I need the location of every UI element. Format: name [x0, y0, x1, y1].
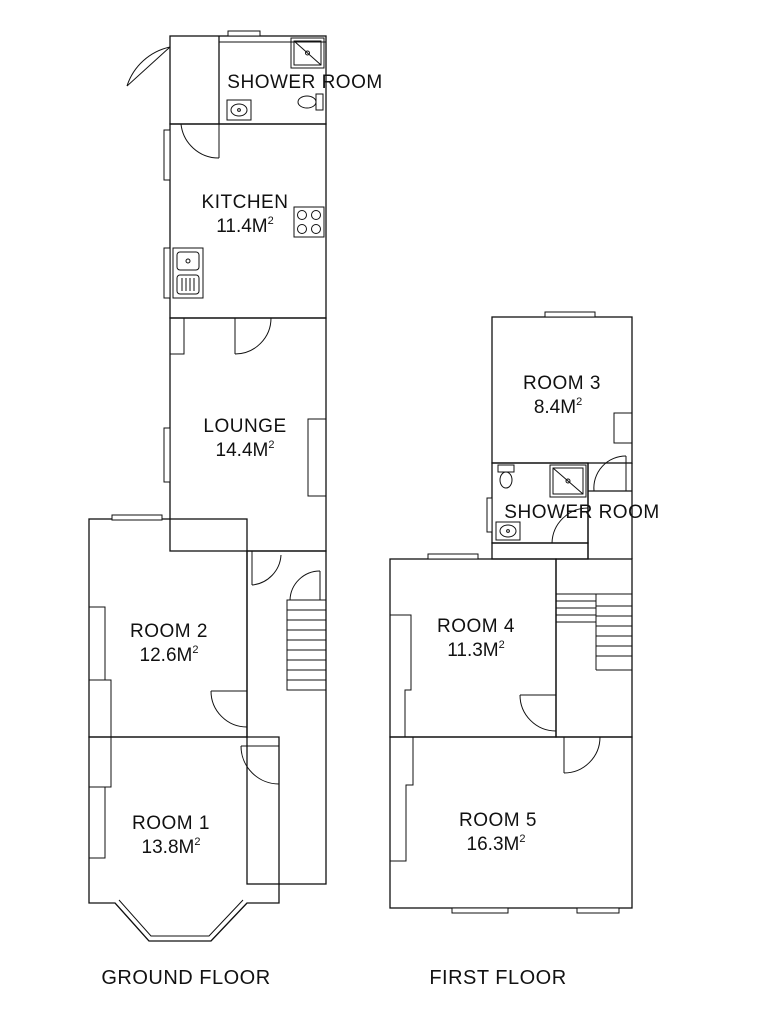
door-swing-icon [593, 455, 627, 492]
window-icon [227, 30, 261, 37]
room-4: ROOM 4 11.3M2 [389, 553, 557, 738]
room-3-label: ROOM 3 [523, 373, 601, 394]
room-4-label: ROOM 4 [437, 616, 515, 637]
hob-icon [293, 206, 325, 238]
room-3-area: 8.4M2 [534, 396, 582, 418]
room-3: ROOM 3 8.4M2 [491, 311, 633, 464]
first-shower-room-label: SHOWER ROOM [504, 502, 659, 523]
room-1: ROOM 1 13.8M2 [88, 736, 280, 942]
door-swing-icon [563, 736, 601, 774]
window-icon [163, 247, 171, 299]
first-floor-plan: ROOM 3 8.4M2 [389, 311, 659, 989]
first-floor-title: FIRST FLOOR [429, 967, 566, 989]
kitchen-area: 11.4M2 [216, 215, 274, 237]
bay-window-icon [114, 899, 248, 942]
ground-hallway [246, 550, 327, 885]
room-2: ROOM 2 12.6M2 [88, 514, 248, 738]
window-icon [427, 553, 479, 560]
door-swing-icon [519, 694, 557, 732]
chimney-breast [613, 412, 633, 444]
kitchen-label: KITCHEN [202, 192, 289, 213]
sink-icon [172, 247, 204, 299]
door-swing-icon [551, 507, 589, 544]
room-2-area: 12.6M2 [140, 644, 199, 666]
lounge: LOUNGE 14.4M2 [163, 317, 327, 552]
window-icon [163, 427, 171, 483]
door-swing-icon [234, 317, 272, 355]
window-icon [111, 514, 163, 521]
ground-shower-room-label: SHOWER ROOM [227, 72, 382, 93]
window-icon [163, 129, 171, 181]
stairs-icon [556, 593, 632, 671]
door-swing-icon [126, 46, 171, 87]
lounge-label: LOUNGE [203, 416, 286, 437]
basin-icon [226, 99, 252, 121]
stairs-icon [286, 599, 327, 691]
room-2-label: ROOM 2 [130, 621, 208, 642]
ground-shower-room: SHOWER ROOM [126, 30, 382, 125]
window-icon [486, 497, 493, 533]
window-icon [544, 311, 596, 318]
room-5-area: 16.3M2 [467, 833, 526, 855]
room-5-label: ROOM 5 [459, 810, 537, 831]
room-1-label: ROOM 1 [132, 813, 210, 834]
shower-icon [549, 464, 587, 498]
room-5: ROOM 5 16.3M2 [389, 736, 633, 914]
toilet-icon [297, 93, 324, 111]
room-1-area: 13.8M2 [142, 836, 201, 858]
kitchen: KITCHEN 11.4M2 [163, 123, 327, 319]
door-swing-icon [180, 123, 220, 159]
ground-floor-plan: SHOWER ROOM [88, 30, 382, 989]
door-swing-icon [240, 745, 280, 785]
shower-icon [290, 37, 325, 69]
door-swing-icon [251, 551, 282, 586]
basin-icon [495, 521, 521, 541]
ground-floor-title: GROUND FLOOR [101, 967, 270, 989]
window-icon [576, 907, 620, 914]
toilet-icon [497, 464, 515, 489]
lounge-area: 14.4M2 [216, 439, 275, 461]
door-swing-icon [210, 690, 248, 728]
door-swing-icon [289, 570, 321, 601]
window-icon [451, 907, 509, 914]
room-4-area: 11.3M2 [447, 639, 505, 661]
chimney-breast [307, 418, 327, 497]
first-shower-room: SHOWER ROOM [486, 455, 659, 560]
